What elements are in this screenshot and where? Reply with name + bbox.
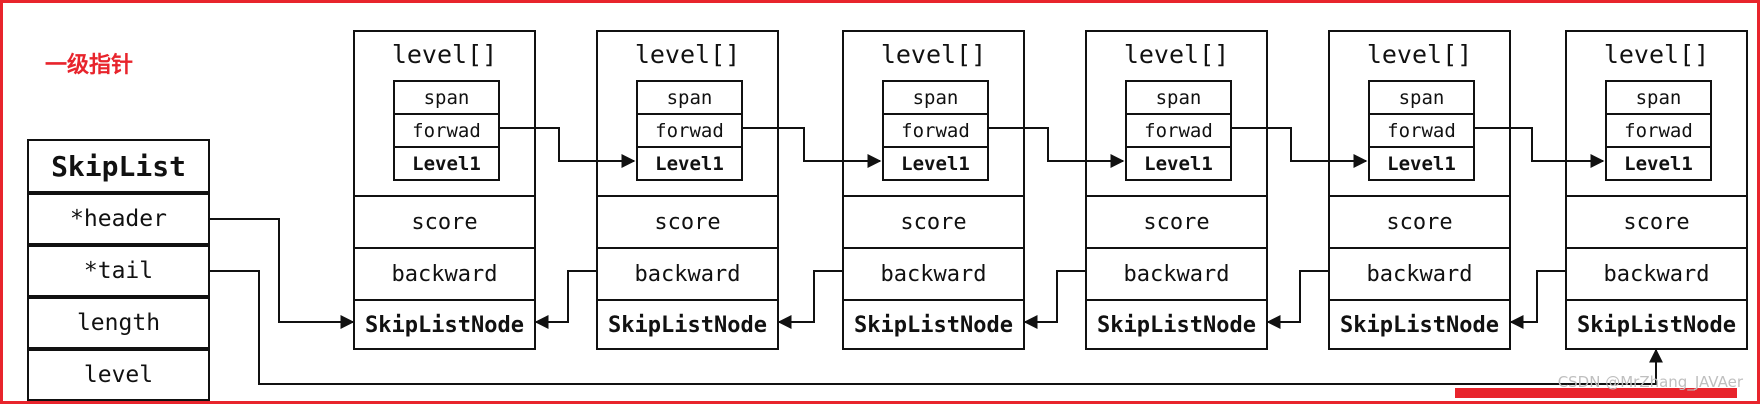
node-level-array-label: level[] (634, 40, 741, 69)
backward-arrow-2 (777, 270, 842, 329)
node-level-array-label: level[] (880, 40, 987, 69)
node-score: score (1087, 195, 1266, 247)
backward-arrow-4 (1266, 270, 1328, 329)
forward-arrow-2 (741, 127, 882, 168)
node-backward: backward (355, 247, 534, 299)
pointer-arrows (210, 127, 1663, 385)
skiplist-field-header: *header (27, 193, 210, 245)
watermark: CSDN @MrZhang_JAVAer (1557, 373, 1743, 391)
node-backward: backward (598, 247, 777, 299)
forward-arrow-1 (498, 127, 636, 168)
skiplist-field-length: length (27, 297, 210, 349)
node-level-level1: Level1 (1605, 146, 1712, 181)
skiplist-title: SkipList (27, 139, 210, 193)
node-type: SkipListNode (598, 299, 777, 350)
node-backward: backward (844, 247, 1023, 299)
node-backward: backward (1330, 247, 1509, 299)
node-type: SkipListNode (1087, 299, 1266, 350)
backward-arrow-1 (534, 270, 596, 329)
node-level-array-label: level[] (1123, 40, 1230, 69)
skiplist-field-level: level (27, 349, 210, 401)
forward-arrow-3 (987, 127, 1125, 168)
node-level-array-label: level[] (391, 40, 498, 69)
skiplist-field-tail: *tail (27, 245, 210, 297)
node-type: SkipListNode (1567, 299, 1746, 350)
node-level-array-label: level[] (1603, 40, 1710, 69)
forward-arrow-4 (1230, 127, 1368, 168)
tail-pointer-arrow (210, 270, 1663, 385)
red-strip (1455, 388, 1737, 398)
node-score: score (355, 195, 534, 247)
backward-arrow-3 (1023, 270, 1085, 329)
node-score: score (1567, 195, 1746, 247)
diagram-title: 一级指针 (45, 53, 134, 78)
forward-arrow-5 (1473, 127, 1605, 168)
node-score: score (844, 195, 1023, 247)
node-level-level1: Level1 (393, 146, 500, 181)
node-level-array-label: level[] (1366, 40, 1473, 69)
node-type: SkipListNode (1330, 299, 1509, 350)
node-type: SkipListNode (844, 299, 1023, 350)
backward-arrow-5 (1509, 270, 1565, 329)
node-level-level1: Level1 (882, 146, 989, 181)
node-score: score (1330, 195, 1509, 247)
node-type: SkipListNode (355, 299, 534, 350)
node-level-level1: Level1 (1368, 146, 1475, 181)
header-pointer-arrow (210, 218, 355, 329)
node-score: score (598, 195, 777, 247)
node-backward: backward (1567, 247, 1746, 299)
node-backward: backward (1087, 247, 1266, 299)
node-level-level1: Level1 (1125, 146, 1232, 181)
node-level-level1: Level1 (636, 146, 743, 181)
